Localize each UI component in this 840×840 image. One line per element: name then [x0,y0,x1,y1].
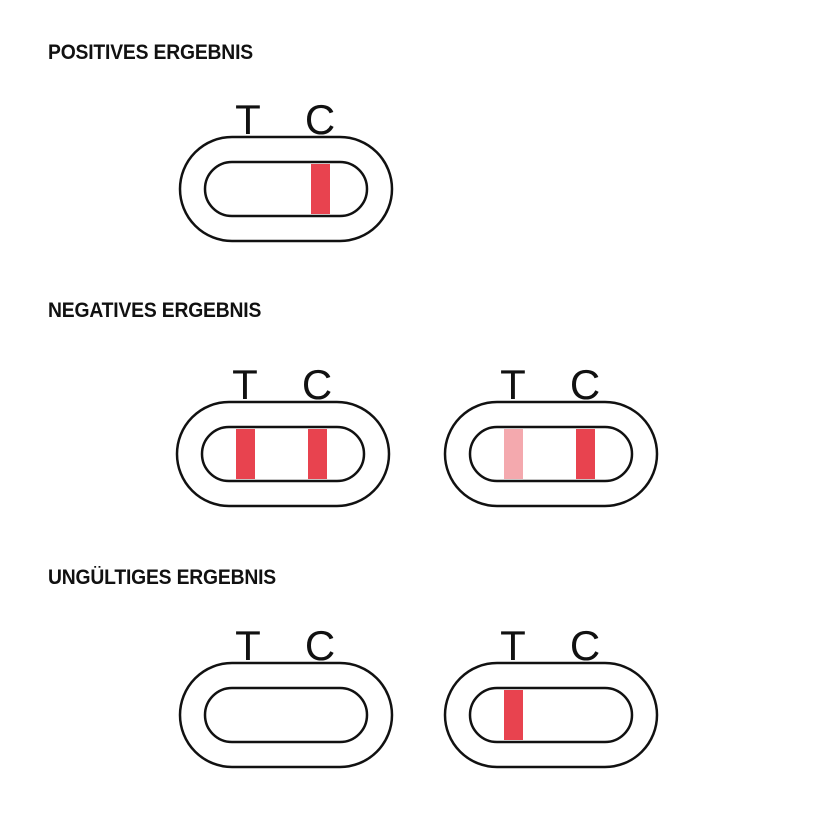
heading-positive-result: POSITIVES ERGEBNIS [48,41,253,64]
control-line-c [576,429,595,479]
test-line-t [504,429,523,479]
cassette-result-window [200,425,366,483]
test-line-t [504,690,523,740]
heading-negative-result: NEGATIVES ERGEBNIS [48,299,262,322]
label-c: C [305,622,335,669]
test-line-t [236,429,255,479]
cassette-result-window [203,160,369,218]
cassette-result-window [468,425,634,483]
label-c: C [305,96,335,143]
label-c: C [570,361,600,408]
label-t: T [500,622,526,669]
label-t: T [235,96,261,143]
heading-invalid-result: UNGÜLTIGES ERGEBNIS [48,566,277,589]
cassette-result-window [468,686,634,744]
label-c: C [302,361,332,408]
control-line-c [311,164,330,214]
label-t: T [500,361,526,408]
label-t: T [232,361,258,408]
control-line-c [308,429,327,479]
label-c: C [570,622,600,669]
cassette-result-window [203,686,369,744]
label-t: T [235,622,261,669]
